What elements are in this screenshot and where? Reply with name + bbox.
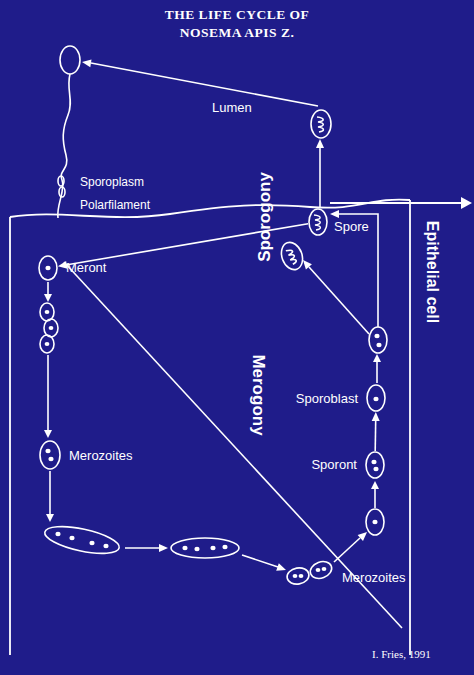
connector-line — [66, 224, 308, 265]
stage-label: Epithelial cell — [423, 221, 441, 323]
nucleus — [210, 546, 215, 550]
part-label: Sporoplasm — [80, 175, 144, 189]
stage-arrow-line — [374, 489, 376, 508]
sporont-cell: Sporont — [365, 451, 385, 479]
cell-outline — [308, 208, 328, 236]
plasmodium-cell — [171, 538, 239, 558]
arrowhead — [316, 139, 324, 148]
dividing-cell — [40, 335, 54, 353]
arrowhead — [330, 210, 339, 218]
nucleus — [376, 343, 381, 347]
cell-outline — [365, 451, 385, 479]
connector-arrow — [58, 224, 308, 269]
germinated-spore — [60, 46, 80, 74]
cell-outline — [366, 384, 386, 412]
arrowheads-and-nuclei — [44, 59, 472, 570]
nucleus — [55, 532, 60, 536]
stage-label: Sporoblast — [296, 391, 358, 406]
stage-label: Merozoites — [69, 448, 133, 463]
exit-arrow-line — [319, 148, 321, 207]
diagram-title: THE LIFE CYCLE OF NOSEMA APIS Z. — [142, 6, 332, 42]
stage-label: Merozoites — [342, 570, 406, 585]
lumen-arrow-line — [91, 63, 318, 106]
cell-outline — [286, 558, 334, 588]
excretion-arrow-line — [330, 202, 462, 204]
nucleus — [194, 547, 199, 551]
connector-line — [374, 420, 376, 451]
stage-arrow-line — [47, 282, 49, 294]
stage-label: Sporont — [311, 457, 357, 472]
spore-b — [278, 239, 306, 272]
arrowhead — [46, 514, 54, 522]
arrowhead — [358, 532, 367, 541]
sporoblast-cell: Sporoblast — [366, 384, 386, 412]
spore-coil — [317, 117, 323, 132]
arrowhead — [159, 544, 168, 552]
arrowhead — [58, 261, 68, 269]
stage-label: Meront — [66, 260, 106, 275]
lumen-spore — [311, 110, 331, 138]
stage-arrow-line — [242, 555, 278, 567]
nucleus — [182, 546, 187, 550]
arrowhead — [44, 430, 52, 438]
cell-outline — [38, 255, 58, 281]
part-label: Polarfilament — [80, 198, 150, 212]
illustration-lines — [40, 46, 462, 628]
arrowhead — [372, 412, 380, 421]
nucleus — [45, 342, 50, 346]
nucleus — [49, 326, 54, 330]
merozoite-cell: Merozoites — [39, 440, 61, 470]
nucleus — [222, 545, 227, 549]
nucleus — [103, 544, 108, 548]
arrowhead — [373, 354, 381, 362]
arrowhead — [82, 59, 92, 67]
nucleus — [69, 536, 74, 540]
sporont-cell — [366, 509, 384, 535]
phase-label: Sporogony — [255, 172, 275, 262]
polar-filament — [58, 74, 71, 218]
connector-arrow — [372, 412, 380, 451]
arrowhead — [44, 294, 52, 302]
plasmodium-cell — [43, 521, 122, 558]
sporoblast-cell — [369, 327, 387, 353]
stage-arrow-line — [47, 355, 49, 430]
merozoite-pair: Merozoites — [286, 558, 334, 588]
phase-label: Merogony — [248, 354, 268, 435]
sporoplasm-bead — [59, 187, 65, 197]
arrowhead — [303, 260, 312, 269]
region-label: Lumen — [212, 100, 252, 115]
arrowhead — [371, 481, 379, 489]
meront-cell: Meront — [38, 255, 58, 281]
nucleus — [374, 334, 379, 338]
stage-arrow-line — [376, 362, 378, 383]
arrowhead — [276, 563, 286, 571]
nucleus — [89, 541, 94, 545]
cell-outline — [39, 440, 61, 470]
stage-label: Spore — [334, 219, 369, 234]
stage-arrow-line — [125, 547, 159, 549]
arrowhead — [461, 197, 472, 209]
stage-arrow-line — [309, 267, 369, 334]
spore-cell: Spore — [308, 208, 328, 236]
stage-arrow-line — [49, 471, 51, 514]
nucleus — [45, 310, 50, 314]
sporoplasm-bead — [58, 176, 64, 186]
epithelial-cell: Epithelial cellMerontMerozoitesMerozoite… — [10, 195, 410, 655]
credit-caption: I. Fries, 1991 — [372, 648, 431, 660]
nucleus — [372, 520, 377, 524]
